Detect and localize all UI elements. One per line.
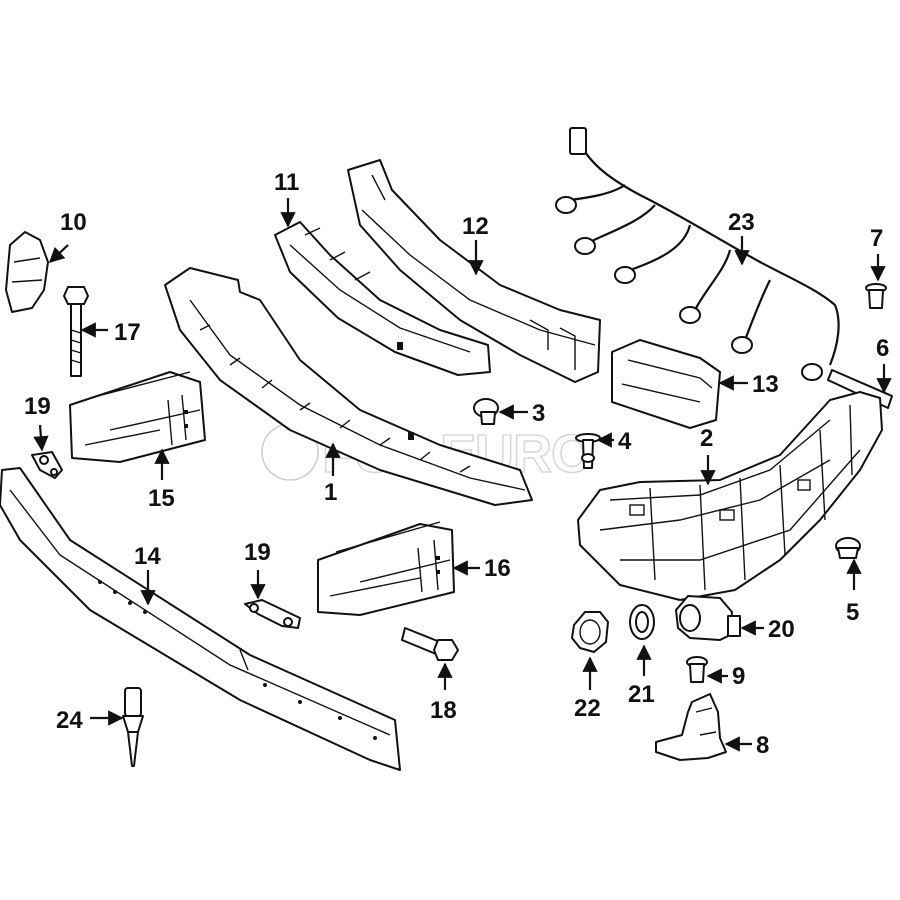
part-21-ring <box>629 604 655 640</box>
part-19-clip-left <box>31 451 63 479</box>
callout-21: 21 <box>628 681 655 708</box>
part-2-side-bracket <box>577 391 883 601</box>
callout-19-left: 19 <box>24 393 51 420</box>
callout-3: 3 <box>532 400 545 427</box>
callout-11: 11 <box>274 169 299 196</box>
callout-18: 18 <box>430 697 457 724</box>
callout-14: 14 <box>134 543 161 570</box>
part-1-impact-absorber <box>164 267 533 506</box>
callout-20: 20 <box>768 616 795 643</box>
callout-8: 8 <box>756 732 769 759</box>
callout-6: 6 <box>876 335 889 362</box>
part-13-bracket <box>611 339 721 429</box>
part-7-rivet <box>865 283 887 309</box>
callout-10: 10 <box>60 209 87 236</box>
part-19-clip-center <box>244 599 301 629</box>
part-8-bracket <box>655 693 727 761</box>
part-9-rivet <box>686 656 708 683</box>
part-15-bracket <box>69 371 206 463</box>
callout-16: 16 <box>484 555 511 582</box>
part-5-clip <box>835 537 861 559</box>
callout-12: 12 <box>462 213 489 240</box>
callout-19-center: 19 <box>244 539 271 566</box>
callout-2: 2 <box>700 425 713 452</box>
callout-1: 1 <box>324 479 337 506</box>
part-10-bracket <box>5 231 49 313</box>
part-14-reinforcement-bar <box>0 467 401 771</box>
callout-7: 7 <box>870 225 883 252</box>
callout-labels: 10 17 19 15 14 24 19 18 16 1 11 12 23 7 … <box>24 169 889 759</box>
callout-24: 24 <box>56 707 83 734</box>
callout-13: 13 <box>752 371 779 398</box>
part-20-sensor <box>675 595 741 641</box>
part-17-bolt <box>63 286 89 377</box>
part-23-wiring-harness <box>555 127 840 381</box>
callout-22: 22 <box>574 695 601 722</box>
callout-23: 23 <box>728 209 755 236</box>
callout-9: 9 <box>732 663 745 690</box>
part-11-absorber <box>274 221 491 376</box>
callout-4: 4 <box>618 428 632 455</box>
callout-17: 17 <box>114 319 141 346</box>
part-4-push-clip <box>575 433 601 469</box>
part-22-bezel <box>571 611 609 653</box>
part-3-clip <box>473 398 499 425</box>
callout-5: 5 <box>846 599 859 626</box>
callout-15: 15 <box>148 485 175 512</box>
part-24-pin <box>122 687 144 767</box>
leader-arrows <box>33 198 892 752</box>
part-16-bracket <box>317 521 455 616</box>
part-18-bolt <box>401 627 459 661</box>
